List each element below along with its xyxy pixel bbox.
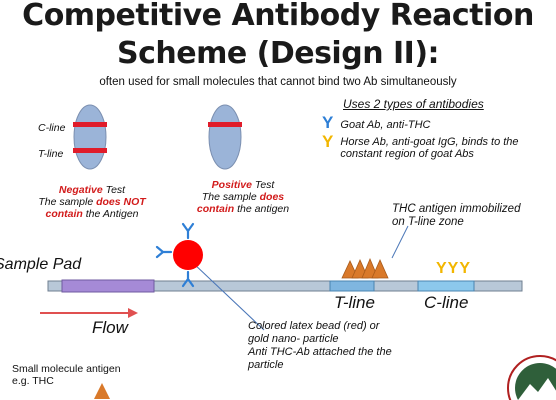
positive-word: Positive [211, 179, 252, 191]
lateral-flow-strip [47, 280, 523, 292]
small-molecule-antigen-icon [94, 383, 110, 399]
legend-heading: Uses 2 types of antibodies [343, 97, 484, 111]
yellow-antibody-icon: Y [322, 132, 334, 151]
blue-antibody-icon: Y [322, 113, 334, 132]
t-line-zone [329, 280, 375, 292]
negative-c-band [73, 122, 107, 127]
sample-pad-label: Sample Pad [0, 256, 82, 273]
legend-blue-row: Y Goat Ab, anti-THC [322, 113, 431, 132]
latex-bead [173, 240, 203, 270]
flow-arrow [40, 308, 138, 318]
negative-test-caption: Negative Test The sample does NOT contai… [38, 184, 146, 220]
bead-pointer [191, 261, 265, 331]
legend-yellow-row: Y Horse Ab, anti-goat IgG, binds to the … [322, 132, 519, 160]
sample-pad-zone [61, 279, 155, 293]
title-line-1: Competitive Antibody Reaction [22, 0, 534, 33]
negative-word: Negative [58, 184, 103, 196]
flow-label: Flow [92, 318, 128, 337]
positive-test-caption: Positive Test The sample does contain th… [196, 179, 290, 215]
bead-label: Colored latex bead (red) or gold nano- p… [248, 320, 392, 371]
c-line-label: C-line [424, 293, 469, 312]
logo-seal [507, 355, 556, 400]
positive-test-strip [208, 104, 242, 170]
strip-t-line-label: T-line [38, 148, 64, 160]
c-line-zone [417, 280, 475, 292]
bead-antibodies [155, 222, 195, 288]
negative-test-strip [73, 104, 107, 170]
t-line-label: T-line [334, 293, 375, 312]
subtitle: often used for small molecules that cann… [99, 76, 457, 88]
thc-antigen-label: THC antigen immobilized on T-line zone [392, 203, 521, 228]
strip-c-line-label: C-line [38, 122, 66, 134]
positive-c-band [208, 122, 242, 127]
thc-antigens [341, 257, 389, 279]
negative-t-band [73, 148, 107, 153]
title-line-2: Scheme (Design II): [116, 36, 440, 71]
small-molecule-label: Small molecule antigen e.g. THC [12, 363, 121, 387]
thc-pointer [391, 225, 409, 259]
c-line-antibodies: YYY [436, 260, 472, 277]
